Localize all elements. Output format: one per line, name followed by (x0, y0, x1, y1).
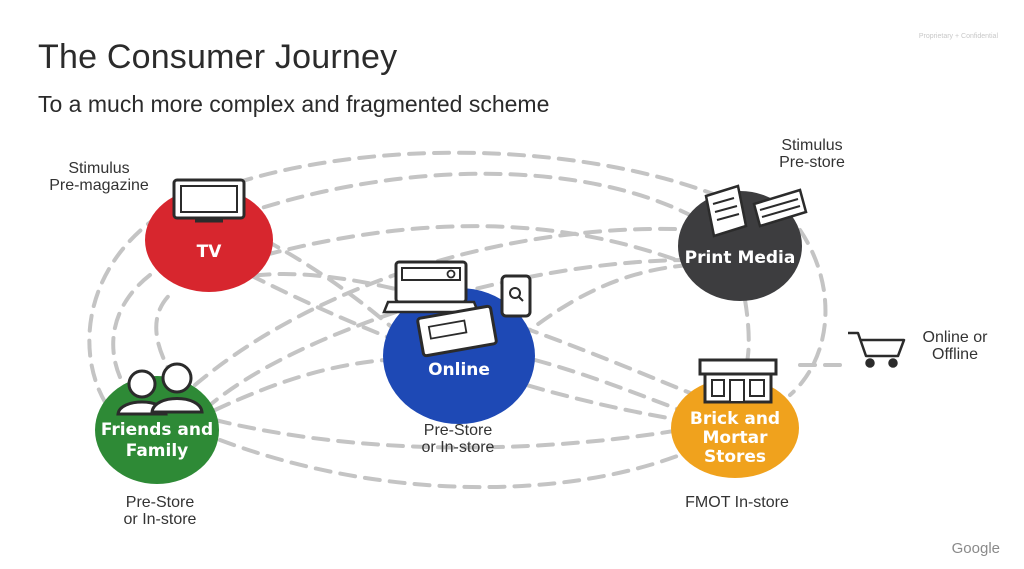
connector-tv-print (238, 171, 692, 217)
online-annotation: Pre-Store or In-store (408, 422, 508, 456)
online-label: Online (428, 360, 490, 380)
people-icon (116, 362, 204, 416)
shopping-cart-icon (848, 331, 906, 368)
cart-annotation-line1: Online or (922, 329, 988, 346)
node-print-media (678, 184, 808, 301)
print-media-label: Print Media (684, 248, 796, 268)
friends-family-label-line1: Friends and (100, 420, 214, 440)
online-annotation-line2: or In-store (421, 439, 495, 456)
print-annotation-line2: Pre-store (779, 154, 845, 171)
storefront-icon (698, 358, 778, 404)
devices-icon (382, 260, 532, 358)
brick-mortar-label-line2: Mortar (702, 428, 768, 448)
connector-print-stores-outer (788, 228, 828, 397)
slide-subtitle: To a much more complex and fragmented sc… (38, 91, 550, 117)
newspaper-icon (704, 184, 808, 238)
cart-annotation-line2: Offline (932, 346, 978, 363)
cart-annotation: Online or Offline (912, 329, 998, 363)
node-online (382, 260, 535, 424)
stores-annotation: FMOT In-store (685, 494, 789, 511)
print-annotation: Stimulus Pre-store (762, 137, 862, 171)
brick-mortar-label: Brick and Mortar Stores (671, 410, 799, 467)
brick-mortar-label-line1: Brick and (689, 409, 781, 429)
tv-label: TV (196, 242, 222, 262)
connector-friends-stores-mid (213, 418, 682, 450)
confidential-notice: Proprietary + Confidential (918, 33, 998, 40)
friends-annotation-line2: or In-store (123, 511, 197, 528)
brick-mortar-label-line3: Stores (703, 447, 767, 467)
google-logo: Google (951, 540, 1000, 557)
friends-family-label-line2: Family (125, 441, 189, 461)
connector-tv-print-lower (263, 224, 692, 267)
connector-online-stores (533, 358, 682, 412)
node-brick-mortar (671, 358, 799, 478)
tv-annotation-line2: Pre-magazine (49, 177, 149, 194)
connector-tv-friends-outer (87, 213, 162, 412)
online-annotation-line1: Pre-Store (423, 422, 493, 439)
connector-tv-print-upper (188, 150, 762, 217)
tv-annotation: Stimulus Pre-magazine (40, 160, 158, 194)
node-tv (145, 178, 273, 292)
print-annotation-line1: Stimulus (781, 137, 843, 154)
friends-annotation-line1: Pre-Store (125, 494, 195, 511)
tv-annotation-line1: Stimulus (68, 160, 130, 177)
television-icon (172, 178, 246, 223)
friends-annotation: Pre-Store or In-store (110, 494, 210, 528)
connector-friends-online (213, 358, 387, 412)
connector-friends-stores (218, 438, 682, 490)
friends-family-label: Friends and Family (95, 420, 219, 462)
slide-title: The Consumer Journey (38, 38, 398, 76)
connector-tv-online (263, 238, 397, 332)
connector-print-online (528, 263, 692, 332)
node-friends-family (95, 362, 219, 484)
